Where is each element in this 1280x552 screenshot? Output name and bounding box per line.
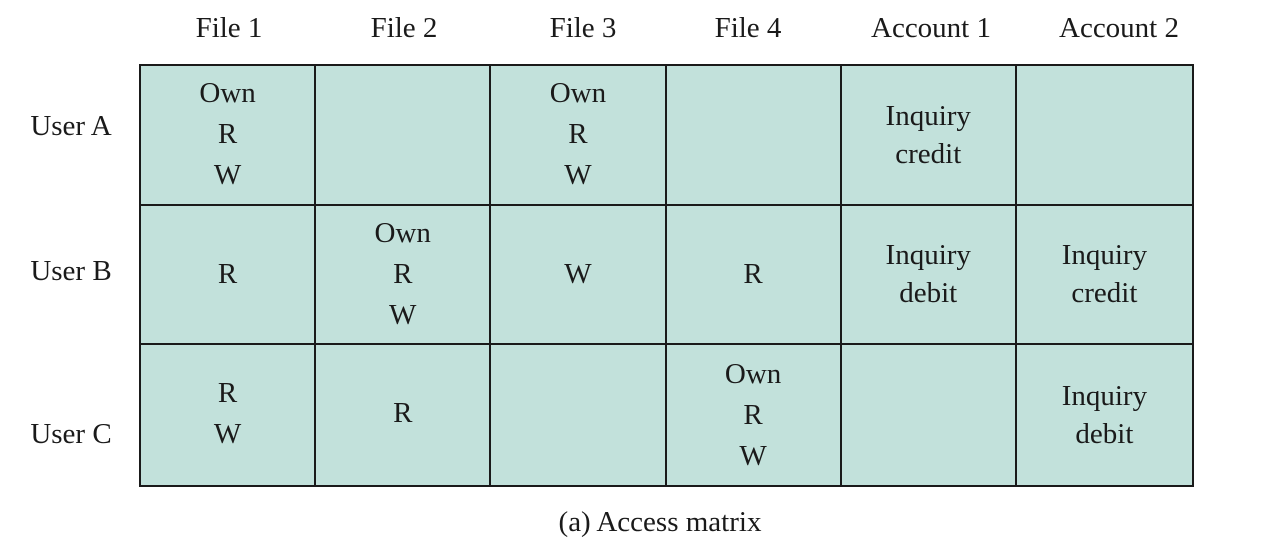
access-right: Own [549, 77, 607, 110]
matrix-cell-user-c-file-3 [491, 345, 667, 485]
access-right: Inquiry [885, 99, 971, 132]
access-right: R [568, 118, 588, 151]
access-right: W [213, 159, 242, 192]
column-header-account-2: Account 2 [1059, 12, 1179, 44]
matrix-cell-user-b-file-1: R [141, 205, 317, 346]
access-right: R [217, 257, 238, 290]
access-right: Inquiry [1061, 380, 1148, 413]
column-header-file-1: File 1 [195, 12, 263, 44]
access-right: W [564, 159, 592, 192]
access-right: W [213, 418, 242, 451]
access-right: W [564, 257, 592, 290]
row-header-user-c: User C [30, 418, 112, 450]
access-right: R [217, 377, 238, 410]
matrix-cell-user-a-account-2 [1016, 66, 1192, 206]
access-right: R [393, 257, 413, 290]
matrix-cell-user-b-file-4: R [666, 205, 842, 346]
access-right: Inquiry [1061, 239, 1148, 272]
matrix-cell-user-a-account-1: Inquiry credit [841, 66, 1017, 206]
column-header-account-1: Account 1 [871, 12, 991, 44]
access-right: credit [895, 137, 962, 170]
figure-caption: (a) Access matrix [558, 506, 762, 538]
access-right: Inquiry [885, 239, 971, 272]
access-right: Own [374, 216, 431, 249]
matrix-cell-user-b-file-3: W [491, 205, 667, 346]
access-right: debit [1075, 418, 1134, 451]
matrix-cell-user-a-file-2 [316, 66, 492, 206]
access-right: R [217, 118, 238, 151]
matrix-cell-user-c-account-2: Inquiry debit [1017, 345, 1192, 485]
access-right: R [743, 398, 763, 431]
row-header-user-b: User B [30, 255, 112, 287]
matrix-cell-user-c-file-2: R [316, 345, 492, 485]
access-right: Own [199, 77, 256, 110]
access-right: W [389, 298, 417, 331]
column-header-file-2: File 2 [370, 12, 438, 44]
access-right: credit [1071, 277, 1138, 310]
access-right: W [739, 439, 767, 472]
matrix-cell-user-b-account-1: Inquiry debit [841, 205, 1017, 346]
matrix-cell-user-b-account-2: Inquiry credit [1016, 206, 1192, 346]
row-header-user-a: User A [30, 110, 112, 142]
access-right: R [393, 397, 413, 430]
column-header-file-4: File 4 [714, 12, 782, 44]
access-right: debit [899, 277, 958, 310]
access-right: R [743, 257, 763, 290]
matrix-cell-user-c-account-1 [842, 345, 1017, 485]
access-right: Own [724, 357, 782, 390]
column-header-file-3: File 3 [549, 12, 617, 44]
matrix-cell-user-a-file-4 [666, 66, 842, 206]
